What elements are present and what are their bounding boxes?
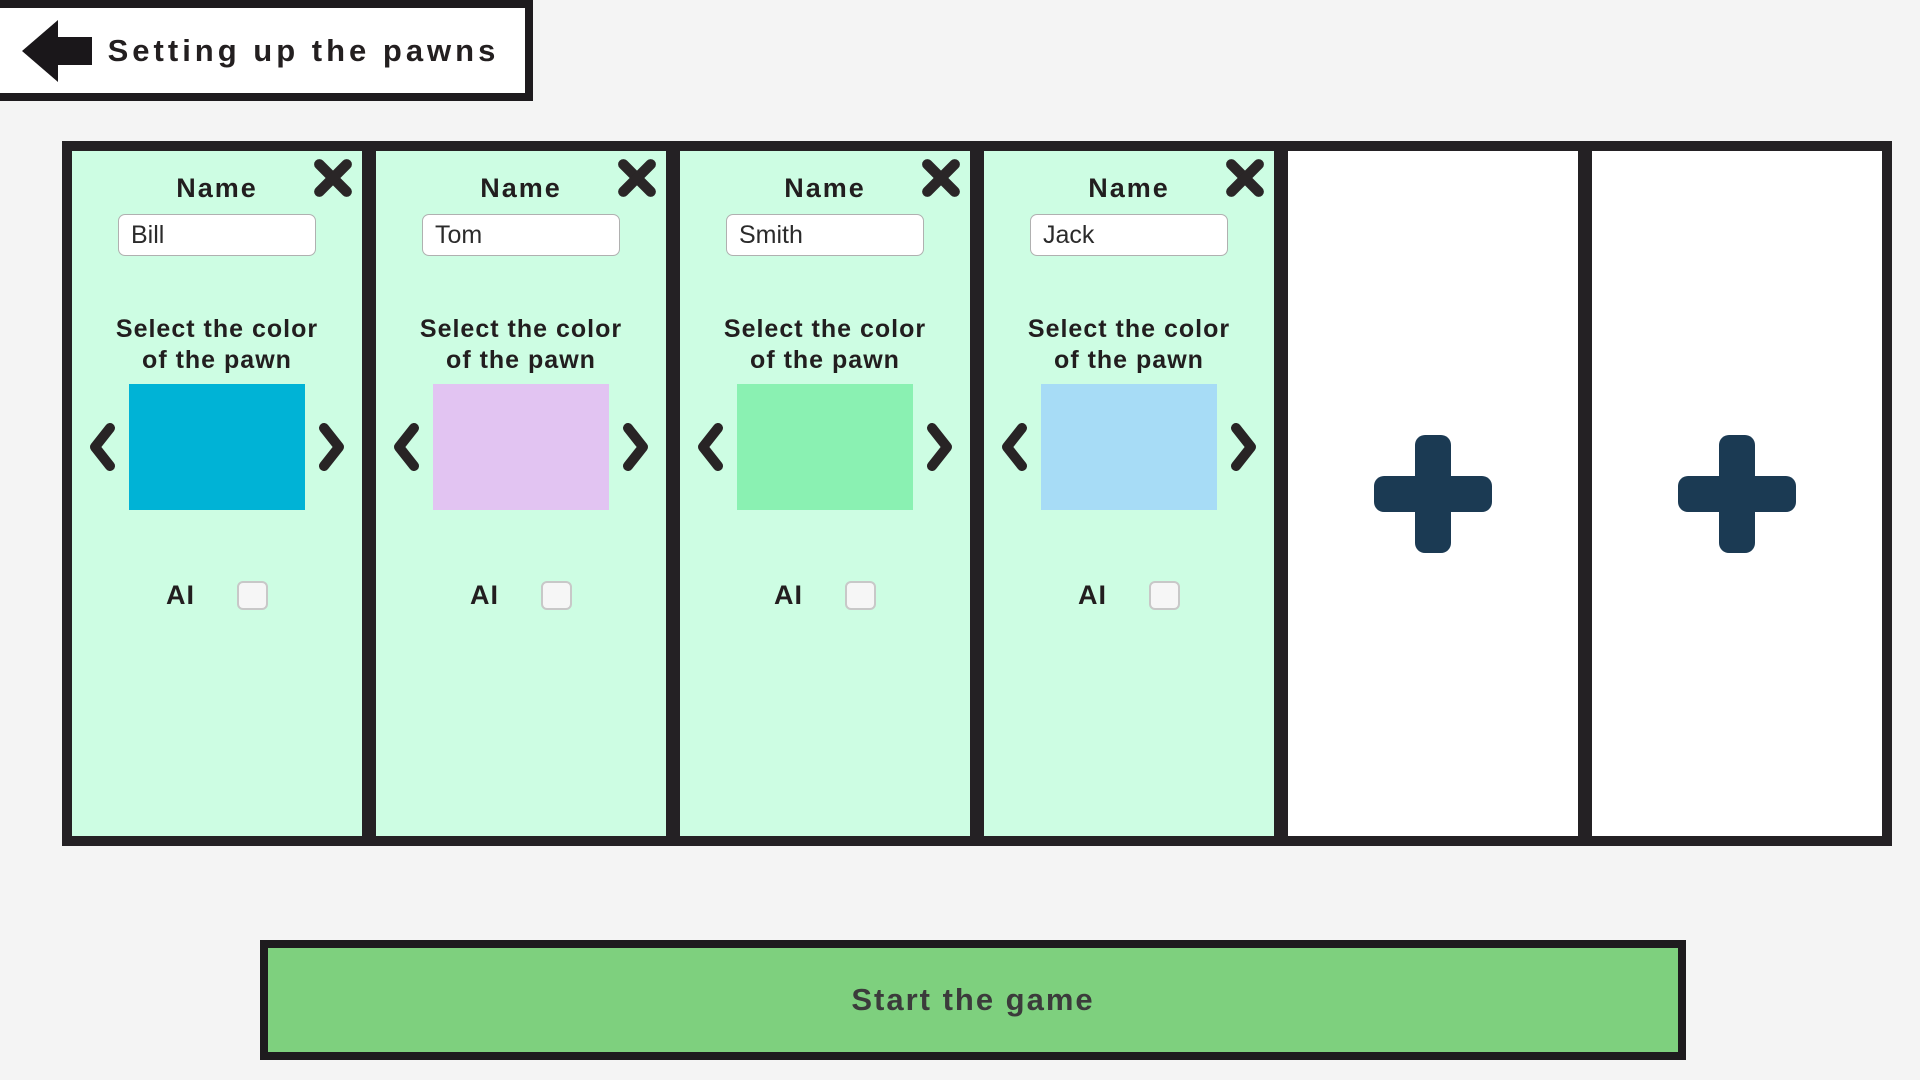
ai-checkbox[interactable] [845, 581, 876, 610]
chevron-right-icon [1231, 423, 1256, 471]
close-icon [618, 159, 656, 197]
remove-player-button[interactable] [920, 157, 962, 199]
next-color-button[interactable] [318, 423, 346, 471]
start-game-button[interactable]: Start the game [260, 940, 1686, 1060]
pawn-color-swatch [1041, 384, 1217, 510]
player-card: Name Select the color of the pawn AI [72, 151, 362, 836]
player-name-input[interactable] [726, 214, 924, 256]
next-color-button[interactable] [926, 423, 954, 471]
ai-row: AI [774, 580, 876, 611]
next-color-button[interactable] [1230, 423, 1258, 471]
remove-player-button[interactable] [1224, 157, 1266, 199]
color-picker [88, 384, 346, 510]
plus-icon [1678, 434, 1796, 553]
name-label: Name [176, 173, 258, 203]
add-player-card[interactable] [1288, 151, 1578, 836]
color-picker [1000, 384, 1258, 510]
chevron-left-icon [394, 423, 419, 471]
remove-player-button[interactable] [312, 157, 354, 199]
color-picker [392, 384, 650, 510]
next-color-button[interactable] [622, 423, 650, 471]
player-name-input[interactable] [118, 214, 316, 256]
prev-color-button[interactable] [88, 423, 116, 471]
chevron-left-icon [90, 423, 115, 471]
select-color-label: Select the color of the pawn [1027, 315, 1231, 374]
back-arrow-icon [22, 19, 92, 82]
ai-row: AI [470, 580, 572, 611]
ai-row: AI [166, 580, 268, 611]
back-button[interactable] [22, 19, 92, 82]
pawn-color-swatch [433, 384, 609, 510]
ai-label: AI [470, 580, 499, 610]
select-color-label: Select the color of the pawn [115, 315, 319, 374]
chevron-left-icon [698, 423, 723, 471]
player-name-input[interactable] [422, 214, 620, 256]
name-label: Name [480, 173, 562, 203]
add-player-card[interactable] [1592, 151, 1882, 836]
select-color-label: Select the color of the pawn [723, 315, 927, 374]
prev-color-button[interactable] [1000, 423, 1028, 471]
ai-label: AI [166, 580, 195, 610]
plus-icon [1374, 434, 1492, 553]
ai-checkbox[interactable] [541, 581, 572, 610]
close-icon [1226, 159, 1264, 197]
player-card: Name Select the color of the pawn AI [680, 151, 970, 836]
ai-checkbox[interactable] [237, 581, 268, 610]
pawn-cards-container: Name Select the color of the pawn AI [62, 141, 1892, 846]
close-icon [922, 159, 960, 197]
ai-row: AI [1078, 580, 1180, 611]
ai-label: AI [1078, 580, 1107, 610]
ai-checkbox[interactable] [1149, 581, 1180, 610]
page-title: Setting up the pawns [107, 32, 500, 68]
prev-color-button[interactable] [392, 423, 420, 471]
prev-color-button[interactable] [696, 423, 724, 471]
chevron-right-icon [319, 423, 344, 471]
select-color-label: Select the color of the pawn [419, 315, 623, 374]
player-card: Name Select the color of the pawn AI [376, 151, 666, 836]
chevron-right-icon [927, 423, 952, 471]
close-icon [314, 159, 352, 197]
player-card: Name Select the color of the pawn AI [984, 151, 1274, 836]
name-label: Name [784, 173, 866, 203]
name-label: Name [1088, 173, 1170, 203]
player-name-input[interactable] [1030, 214, 1228, 256]
remove-player-button[interactable] [616, 157, 658, 199]
header-bar: Setting up the pawns [0, 0, 533, 101]
ai-label: AI [774, 580, 803, 610]
chevron-right-icon [623, 423, 648, 471]
pawn-color-swatch [129, 384, 305, 510]
pawn-color-swatch [737, 384, 913, 510]
color-picker [696, 384, 954, 510]
chevron-left-icon [1002, 423, 1027, 471]
